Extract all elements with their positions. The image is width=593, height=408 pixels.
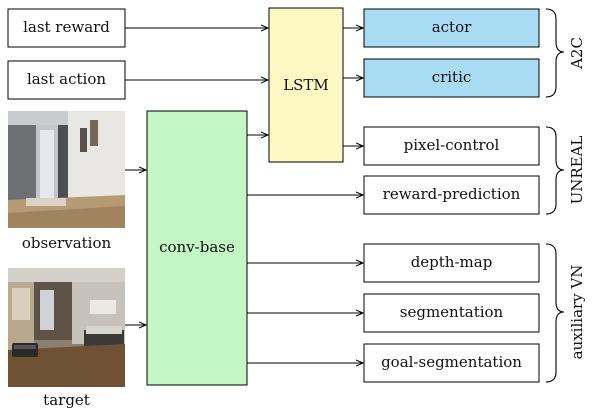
pixel-control-box: [363, 126, 540, 166]
connections: [125, 28, 363, 363]
reward-prediction-label: reward-prediction: [383, 185, 521, 203]
reward-prediction-box: [363, 175, 540, 215]
last-action-label: last action: [27, 70, 106, 88]
a2c-brace: [545, 8, 565, 98]
pixel-control-label: pixel-control: [404, 136, 500, 154]
actor-box: [363, 8, 540, 48]
unreal-group-label: UNREAL: [568, 136, 586, 205]
segmentation-box: [363, 293, 540, 333]
lstm-label: LSTM: [283, 76, 329, 94]
observation-caption: observation: [22, 234, 112, 252]
goal-segmentation-box: [363, 343, 540, 383]
actor-label: actor: [432, 18, 472, 36]
last-reward-box: [7, 8, 126, 48]
observation-image: [8, 111, 125, 228]
depth-map-box: [363, 243, 540, 283]
unreal-brace: [545, 126, 565, 215]
goal-segmentation-label: goal-segmentation: [381, 353, 522, 371]
target-caption: target: [43, 391, 90, 408]
last-action-box: [7, 60, 126, 100]
critic-label: critic: [432, 68, 472, 86]
critic-box: [363, 58, 540, 98]
conv-base-box: [146, 110, 248, 386]
segmentation-label: segmentation: [400, 303, 504, 321]
last-reward-label: last reward: [23, 18, 110, 36]
conv-base-label: conv-base: [159, 238, 235, 256]
lstm-box: [268, 7, 344, 163]
target-image: [8, 268, 125, 387]
depth-map-label: depth-map: [411, 253, 493, 271]
a2c-group-label: A2C: [568, 37, 586, 70]
auxiliary-vn-brace: [545, 243, 565, 383]
auxiliary-vn-group-label: auxiliary VN: [568, 265, 586, 360]
